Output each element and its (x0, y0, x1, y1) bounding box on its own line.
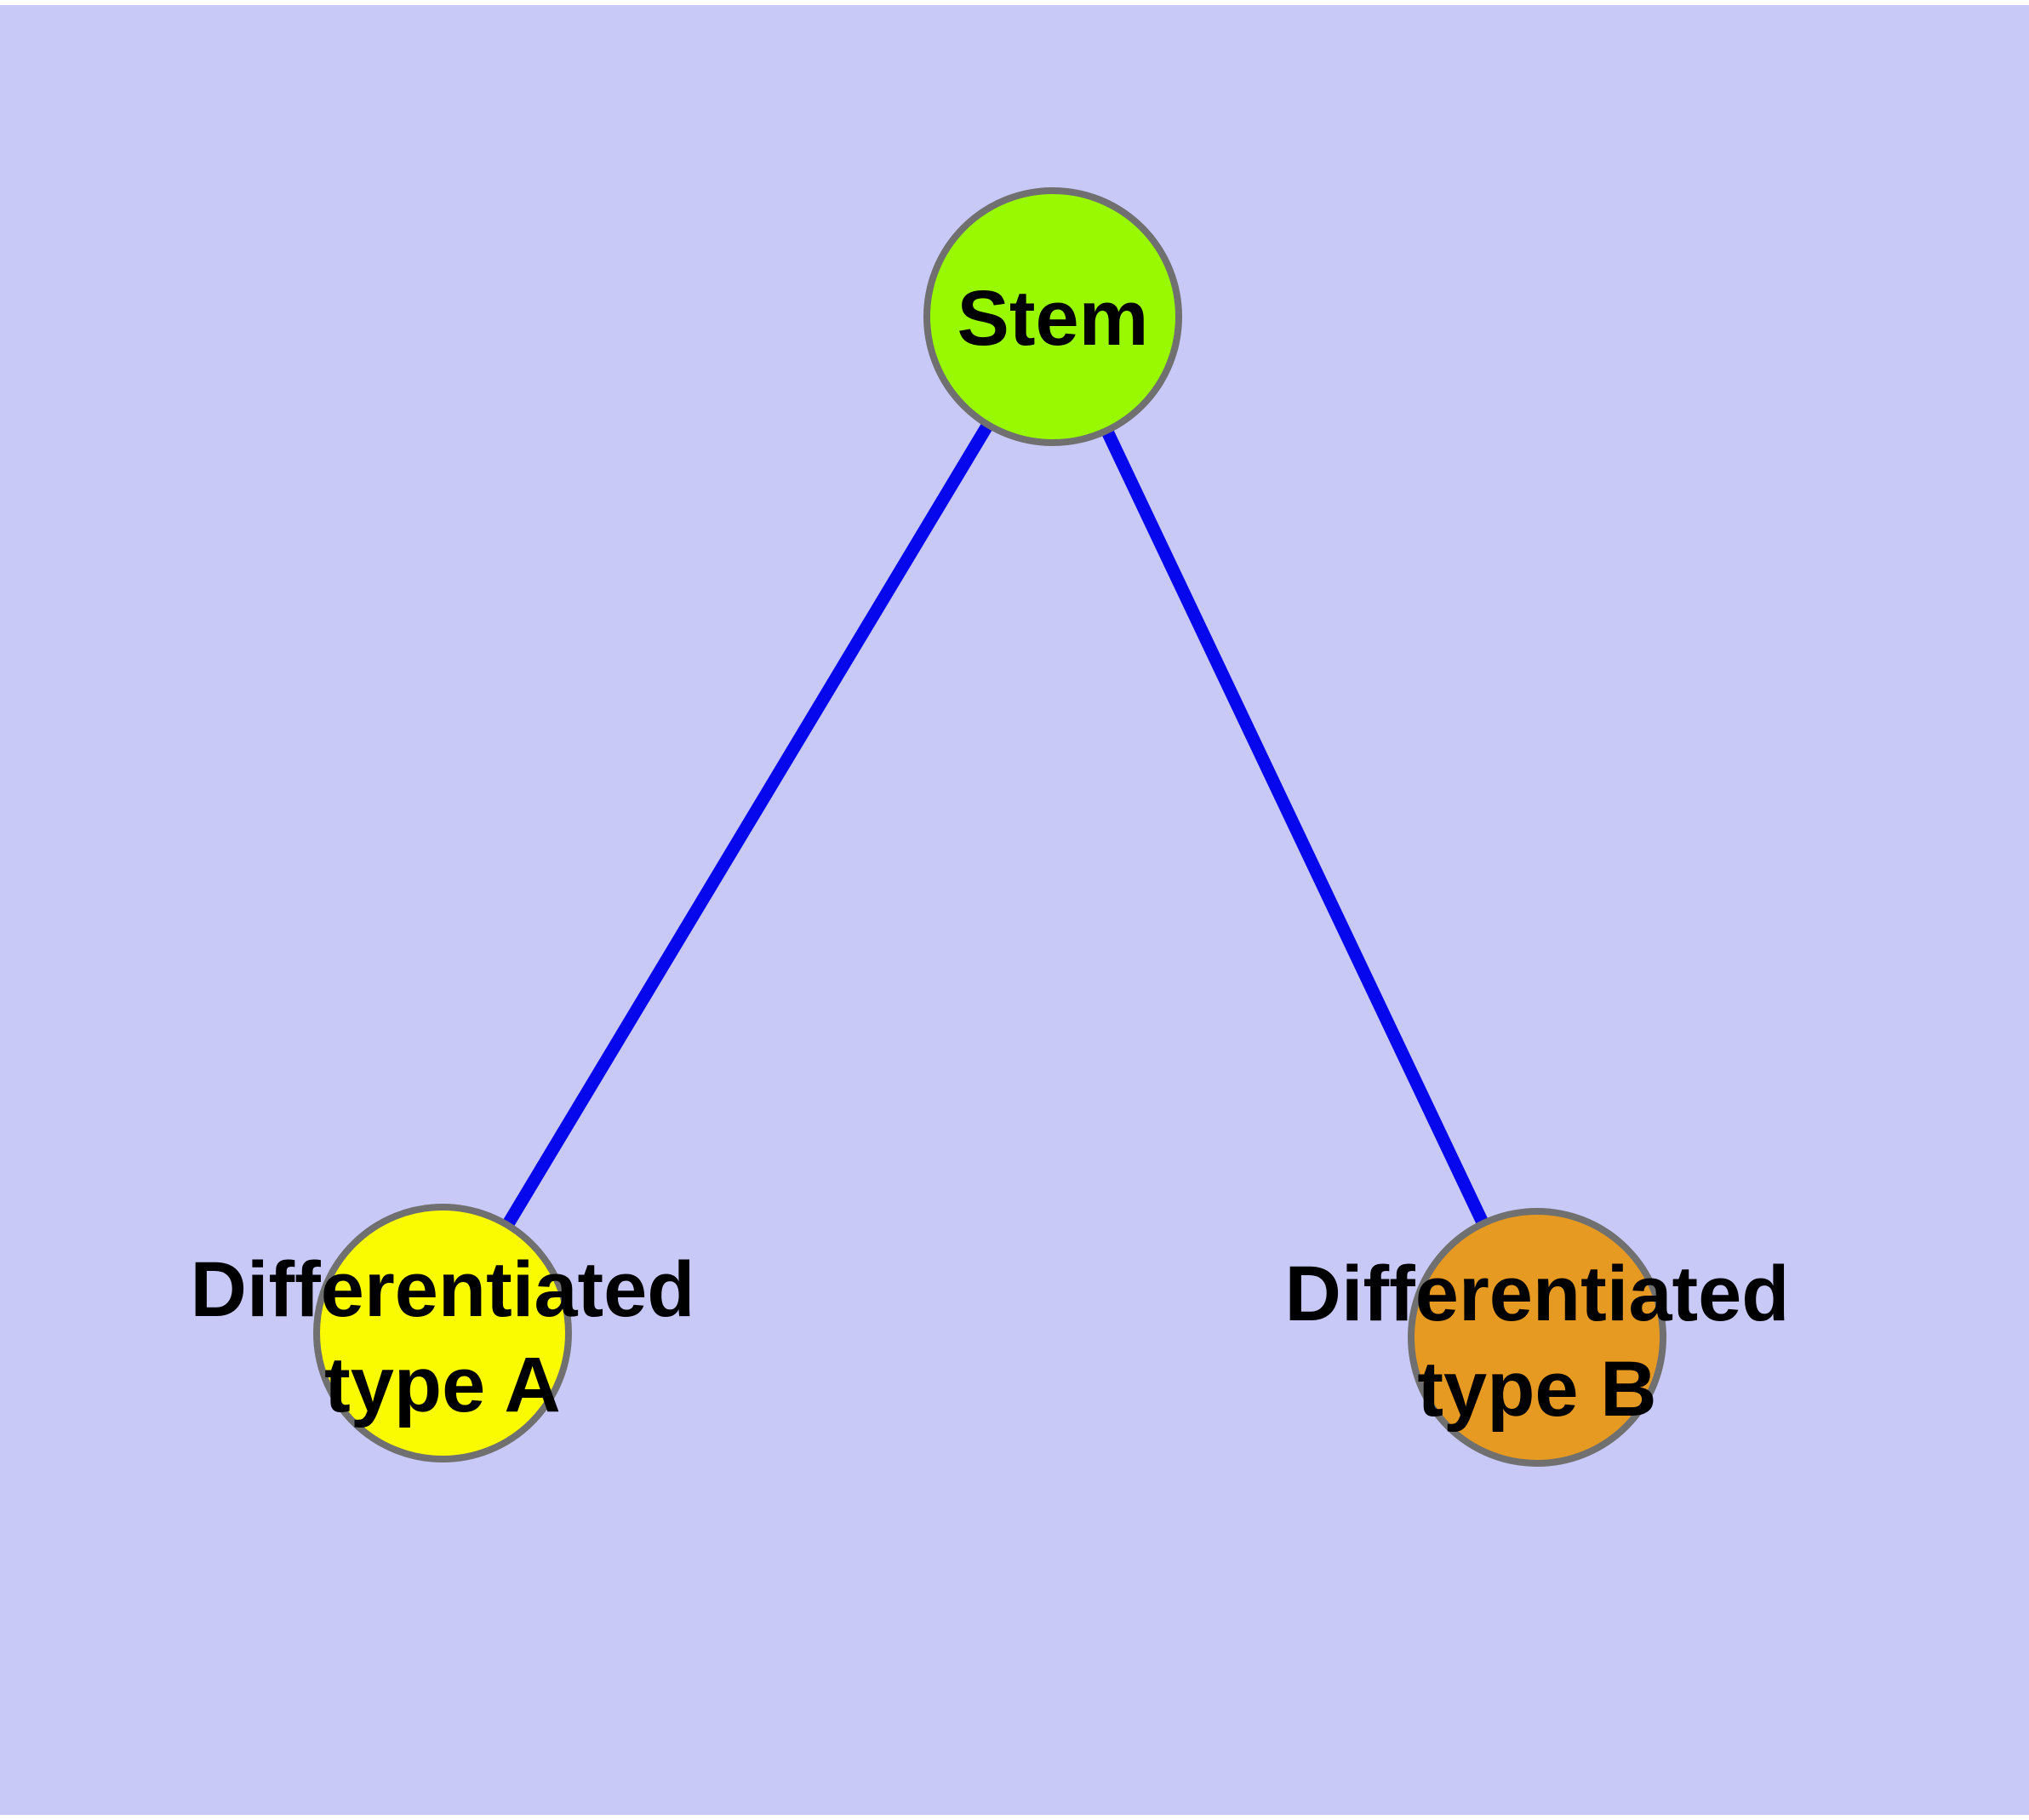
edge-stem-to-type-a (437, 313, 1059, 1336)
node-stem: Stem (923, 187, 1182, 446)
node-differentiated-type-a: Differentiated type A (191, 1204, 695, 1462)
type-b-node-label-line1: Differentiated (1285, 1251, 1790, 1337)
type-a-node-circle (313, 1204, 572, 1462)
stem-node-circle (923, 187, 1182, 446)
stem-node-label: Stem (957, 275, 1149, 362)
type-a-node-label-line1: Differentiated (191, 1246, 695, 1333)
edge-stem-to-type-b (1047, 313, 1543, 1341)
edge-group (437, 313, 1543, 1341)
type-a-node-label-line2: type A (324, 1342, 561, 1428)
type-b-node-circle (1408, 1208, 1666, 1467)
node-differentiated-type-b: Differentiated type B (1285, 1208, 1790, 1467)
type-b-node-label-line2: type B (1417, 1346, 1656, 1433)
